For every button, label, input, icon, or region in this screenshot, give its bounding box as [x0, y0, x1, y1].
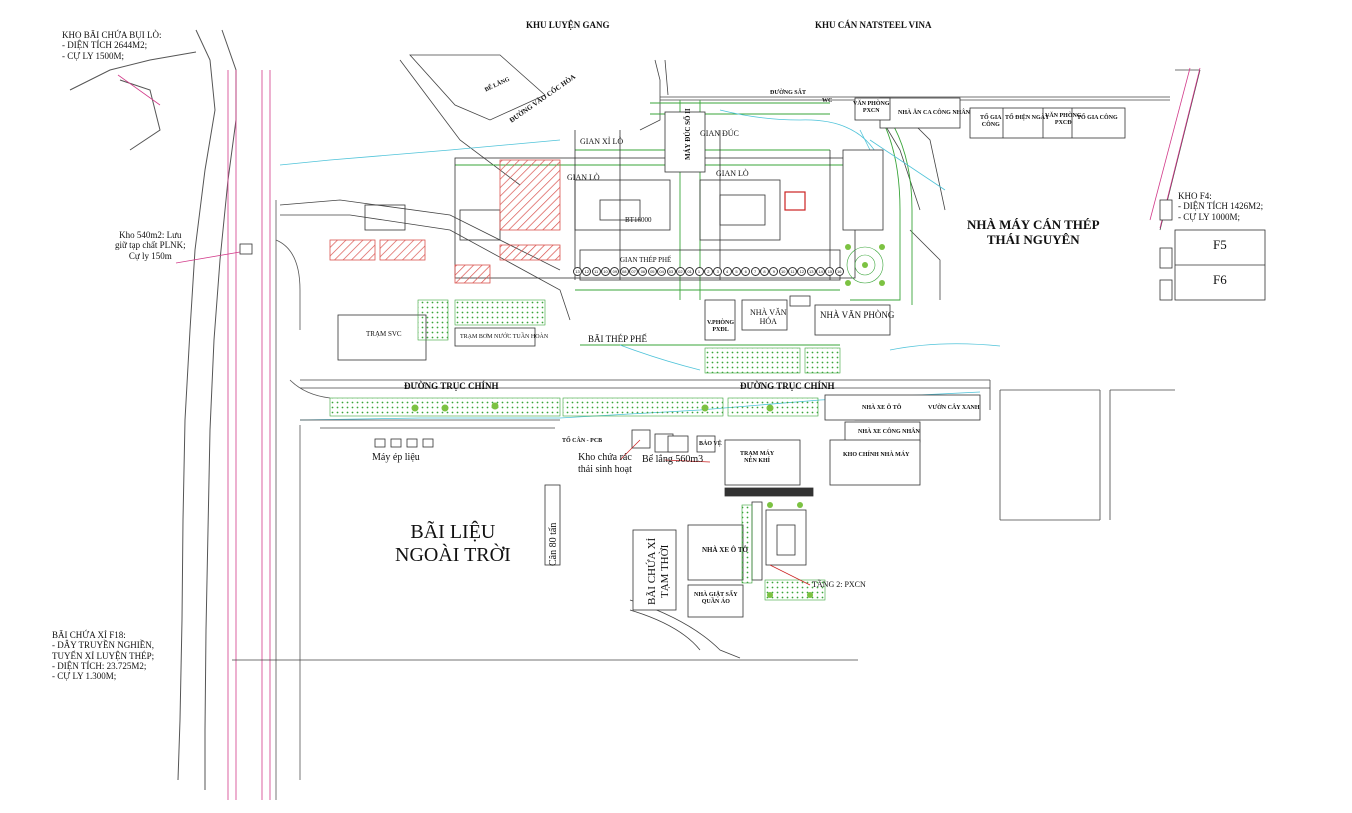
label-v-phong-pxdl: V.PHÒNG PXĐL — [707, 320, 735, 333]
column-marker: 12 — [797, 267, 807, 276]
label-gian-xi-lo: GIAN XỈ LÒ — [580, 137, 624, 146]
warehouse-f6-label: F6 — [1213, 272, 1227, 287]
column-marker: 07 — [629, 267, 639, 276]
label-bao-ve: BẢO VỆ — [699, 441, 722, 447]
label-may-ep-lieu: Máy ép liệu — [372, 452, 420, 463]
trees — [411, 244, 885, 598]
column-marker: 02 — [675, 267, 685, 276]
label-kho-chinh: KHO CHÍNH NHÀ MÁY — [843, 452, 910, 458]
column-marker: 08 — [619, 267, 629, 276]
label-tram-may-nen-khi: TRẠM MÁY NÉN KHÍ — [740, 451, 775, 464]
water-pipelines — [279, 109, 1001, 421]
warehouse-f4-f6 — [1159, 199, 1266, 301]
column-marker: 03 — [666, 267, 676, 276]
column-marker: 11 — [591, 267, 601, 276]
column-marker: 3 — [713, 267, 723, 276]
label-nha-xe-cong-nhan: NHÀ XE CÔNG NHÂN — [858, 429, 920, 435]
label-nha-van-hoa: NHÀ VĂN HÓA — [750, 308, 787, 327]
label-bai-chua-xi: BÃI CHỨA XỈ TẠM THỜI — [646, 537, 671, 605]
label-tram-svc: TRẠM SVC — [366, 330, 402, 338]
label-nha-xe-oto-2: NHÀ XE Ô TÔ — [702, 546, 748, 554]
column-marker: 8 — [760, 267, 769, 276]
top-road-network — [279, 54, 1170, 321]
label-to-can-pcb: TỔ CÂN - PCB — [562, 438, 603, 444]
label-gian-lo-left: GIAN LÒ — [567, 173, 600, 182]
main-vertical-road — [227, 70, 271, 800]
label-gian-lo-right: GIAN LÒ — [716, 169, 749, 178]
label-bt16000: BT16000 — [625, 216, 652, 224]
zone-khu-can-natsteel: KHU CÁN NATSTEEL VINA — [815, 20, 932, 30]
road-corridors — [232, 69, 1201, 661]
label-may-duc-so-ii: MÁY ĐÚC SỐ II — [684, 108, 692, 160]
label-van-phong-pxcd: VĂN PHÒNG PXCĐ — [1045, 113, 1082, 126]
road-label-truc-chinh-right: ĐƯỜNG TRỤC CHÍNH — [740, 381, 835, 391]
note-bai-xi-f18: BÃI CHỨA XỈ F18: - DÂY TRUYỀN NGHIỀN, TU… — [52, 630, 155, 682]
road-label-duong-sat: ĐƯỜNG SẮT — [770, 90, 806, 96]
column-marker: 2 — [703, 267, 713, 276]
column-marker: 13 — [806, 267, 816, 276]
column-marker: 1 — [694, 267, 704, 276]
column-marker: 15 — [825, 267, 835, 276]
label-bai-lieu-ngoai-troi: BÃI LIỆU NGOÀI TRỜI — [395, 521, 511, 566]
label-gian-duc: GIAN ĐÚC — [700, 129, 739, 138]
column-marker: 16 — [834, 267, 844, 276]
label-bai-thep-phe: BÃI THÉP PHẾ — [588, 334, 648, 344]
column-marker: 01 — [685, 267, 695, 276]
column-marker: 10 — [601, 267, 611, 276]
label-nha-xe-oto: NHÀ XE Ô TÔ — [862, 405, 902, 411]
column-marker: 4 — [722, 267, 732, 276]
note-kho-f4: KHO F4: - DIỆN TÍCH 1426M2; - CỰ LY 1000… — [1178, 191, 1264, 222]
small-gate — [239, 243, 253, 255]
steel-plant-cluster — [364, 111, 884, 281]
zone-nha-may-can-thep: NHÀ MÁY CÁN THÉP THÁI NGUYÊN — [967, 217, 1100, 247]
label-van-phong-pxcn: VĂN PHÒNG PXCN — [853, 101, 890, 114]
hatched-facilities — [329, 159, 561, 284]
label-tang-2-pxcn: TẦNG 2: PXCN — [812, 580, 866, 589]
column-marker: 13 — [573, 267, 582, 276]
column-marker: 12 — [582, 267, 592, 276]
column-marker: 10 — [778, 267, 788, 276]
column-marker: 04 — [657, 267, 667, 276]
label-can-80-tan: Cân 80 tấn — [548, 522, 559, 566]
column-marker: 5 — [731, 267, 741, 276]
column-marker: 09 — [610, 267, 620, 276]
column-marker: 14 — [816, 267, 826, 276]
site-blocks — [337, 295, 981, 618]
label-nha-an-ca: NHÀ ĂN CA CÔNG NHÂN — [898, 110, 970, 116]
magenta-boundary — [117, 74, 161, 106]
label-wc: WC — [822, 98, 833, 104]
note-kho-540: Kho 540m2: Lưu giữ tạp chất PLNK; Cự ly … — [115, 230, 186, 261]
label-vuon-cay-xanh: VƯỜN CÂY XANH — [928, 405, 980, 411]
column-marker: 9 — [769, 267, 779, 276]
column-marker: 7 — [750, 267, 760, 276]
column-marker: 06 — [638, 267, 648, 276]
label-be-lang-560: Bể lắng 560m3 — [642, 454, 704, 465]
column-marker: 05 — [647, 267, 657, 276]
note-kho-bui-lo: KHO BÃI CHỨA BỤI LÒ: - DIỆN TÍCH 2644M2;… — [62, 30, 162, 61]
label-nha-giat-say: NHÀ GIẶT SẤY QUẦN ÁO — [694, 592, 738, 605]
callout-lines — [619, 439, 811, 586]
label-gian-thep-phe: GIAN THÉP PHẾ — [620, 256, 672, 264]
top-right-buildings — [854, 97, 1126, 139]
label-to-dien-ngay: TỔ ĐIỆN NGÀY — [1005, 115, 1050, 121]
label-to-gia-cong: TỔ GIA CÔNG — [980, 115, 1002, 128]
label-to-gia-cong-2: TỔ GIA CÔNG — [1077, 115, 1118, 121]
column-marker: 11 — [788, 267, 798, 276]
zone-khu-luyen-gang: KHU LUYỆN GANG — [526, 20, 610, 30]
warehouse-f5-label: F5 — [1213, 237, 1227, 252]
column-marker: 6 — [741, 267, 751, 276]
label-tram-bom: TRẠM BƠM NƯỚC TUẦN HOÀN — [460, 334, 549, 340]
label-kho-chua-rac: Kho chứa rác thải sinh hoạt — [578, 452, 632, 475]
road-label-truc-chinh-left: ĐƯỜNG TRỤC CHÍNH — [404, 381, 499, 391]
label-nha-van-phong: NHÀ VĂN PHÒNG — [820, 310, 895, 320]
